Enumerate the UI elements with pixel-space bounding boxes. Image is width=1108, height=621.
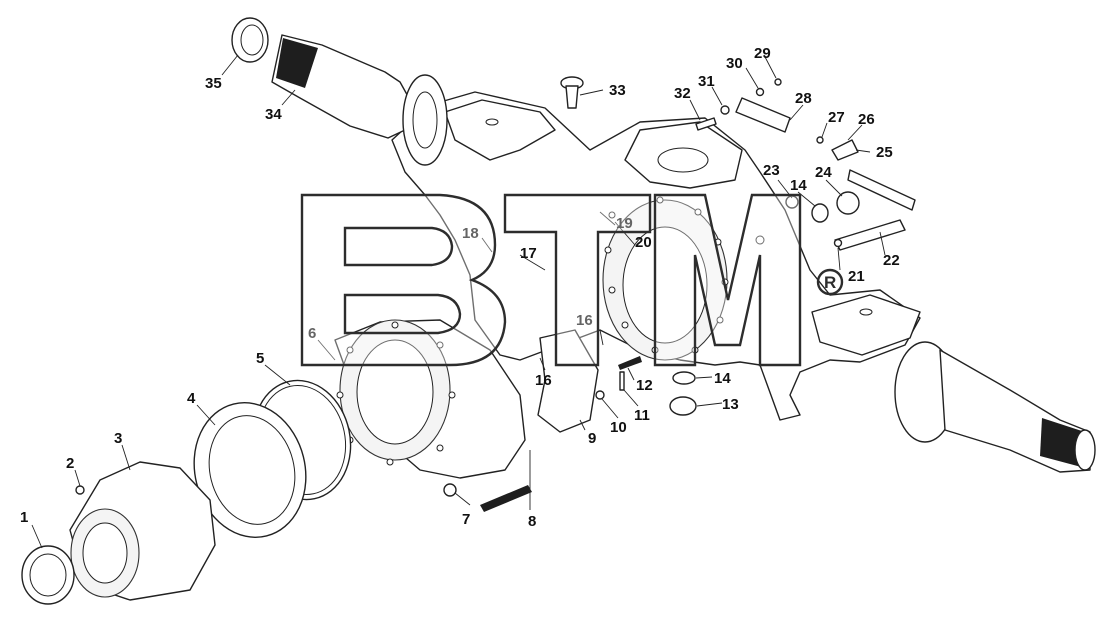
- callout-25: 25: [876, 144, 893, 161]
- seal-35: [231, 17, 269, 63]
- btm-watermark: R: [300, 193, 844, 367]
- right-spindle: [894, 341, 1096, 473]
- callout-18: 18: [462, 225, 479, 242]
- callout-2: 2: [66, 455, 74, 472]
- callout-labels: 1 2 3 4 5 6 7 8 9 10 11 12 13 14 14 16 1…: [20, 45, 900, 530]
- left-spindle-flange-inner: [412, 91, 438, 149]
- callout-1: 1: [20, 509, 28, 526]
- bracket-9: [537, 329, 599, 433]
- callout-11: 11: [634, 407, 650, 424]
- right-spindle-end: [1074, 429, 1096, 471]
- bolt-33: [560, 76, 584, 109]
- pinion-cage-3: [69, 461, 216, 601]
- watermark-letter-m: [653, 193, 802, 367]
- clip-27: [816, 136, 824, 144]
- registered-mark-circle: [816, 268, 844, 296]
- callout-22: 22: [883, 252, 900, 269]
- callout-32: 32: [674, 85, 691, 102]
- callout-10: 10: [610, 419, 627, 436]
- spring-pad-right: [811, 294, 921, 356]
- brake-linkage: [695, 78, 916, 251]
- callout-28: 28: [795, 90, 812, 107]
- bolt-11: [619, 371, 625, 391]
- breather-hole: [755, 235, 765, 245]
- seal-1: [21, 545, 75, 605]
- callout-4: 4: [187, 390, 196, 407]
- watermark-letter-b: [300, 193, 507, 367]
- callout-12: 12: [636, 377, 653, 394]
- callout-20: 20: [635, 234, 652, 251]
- pad-hole-right: [859, 308, 873, 316]
- callout-13: 13: [722, 396, 739, 413]
- callout-35: 35: [205, 75, 222, 92]
- callout-21: 21: [848, 268, 865, 285]
- lever-arm: [847, 169, 916, 211]
- stud-12: [618, 356, 642, 370]
- callout-17: 17: [520, 245, 537, 262]
- callout-16-upper: 16: [576, 312, 593, 329]
- callout-6: 6: [308, 325, 316, 342]
- callout-27: 27: [828, 109, 845, 126]
- callout-5: 5: [256, 350, 264, 367]
- bracket-25: [831, 139, 859, 161]
- registered-mark: R: [824, 273, 836, 292]
- leader-lines: [31, 54, 886, 549]
- plug-13: [669, 396, 697, 416]
- housing-center-inner: [622, 226, 708, 344]
- gasket-4: [193, 401, 307, 539]
- callout-16-lower: 16: [535, 372, 552, 389]
- left-spindle: [271, 34, 448, 166]
- callout-19: 19: [616, 215, 633, 232]
- camshaft-22: [834, 219, 906, 251]
- callout-14-upper: 14: [790, 177, 807, 194]
- pin-32: [695, 117, 717, 131]
- callout-8: 8: [528, 513, 536, 530]
- callout-34: 34: [265, 106, 282, 123]
- callout-26: 26: [858, 111, 875, 128]
- callout-30: 30: [726, 55, 743, 72]
- cylinder-28: [735, 97, 791, 133]
- callout-3: 3: [114, 430, 122, 447]
- left-spindle-thread: [276, 38, 318, 88]
- callout-23: 23: [763, 162, 780, 179]
- stud-8: [480, 485, 532, 512]
- callout-14-lower: 14: [714, 370, 731, 387]
- callout-33: 33: [609, 82, 626, 99]
- cage-bore: [82, 522, 128, 584]
- spring-pad-left: [444, 99, 556, 161]
- bushing-24: [836, 191, 860, 215]
- callout-7: 7: [462, 511, 470, 528]
- right-spindle-thread: [1040, 418, 1085, 468]
- oring-14-upper: [811, 203, 829, 223]
- nut-10: [595, 390, 605, 400]
- washer-31: [720, 105, 730, 115]
- callout-24: 24: [815, 164, 832, 181]
- bolt-29: [774, 78, 782, 86]
- bolt-2: [75, 485, 85, 495]
- callout-29: 29: [754, 45, 771, 62]
- nut-30: [755, 87, 765, 97]
- pin-21: [833, 238, 843, 248]
- callout-31: 31: [698, 73, 715, 90]
- callout-9: 9: [588, 430, 596, 447]
- pad-hole-left: [485, 118, 499, 126]
- center-top-bore: [657, 147, 709, 173]
- watermark-letter-t: [503, 193, 652, 367]
- oring-14: [672, 371, 696, 385]
- nut-7: [443, 483, 457, 497]
